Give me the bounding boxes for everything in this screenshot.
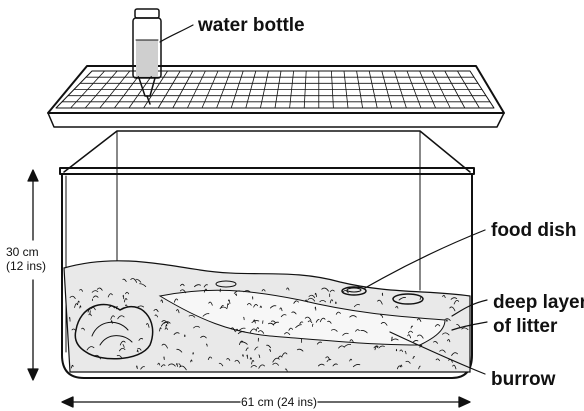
height-dimension bbox=[28, 170, 38, 380]
width-label: 61 cm (24 ins) bbox=[241, 395, 317, 409]
height-metric-label: 30 cm bbox=[6, 245, 39, 259]
deep-layer-label-line2: of litter bbox=[493, 316, 558, 337]
water-bottle-label: water bottle bbox=[197, 15, 305, 36]
food-dish-label: food dish bbox=[491, 220, 576, 241]
burrow-label: burrow bbox=[491, 369, 556, 390]
litter-bedding bbox=[64, 261, 470, 372]
height-imperial-label: (12 ins) bbox=[6, 259, 46, 273]
deep-layer-label-line1: deep layer bbox=[493, 292, 584, 313]
mesh-lid bbox=[48, 66, 504, 127]
